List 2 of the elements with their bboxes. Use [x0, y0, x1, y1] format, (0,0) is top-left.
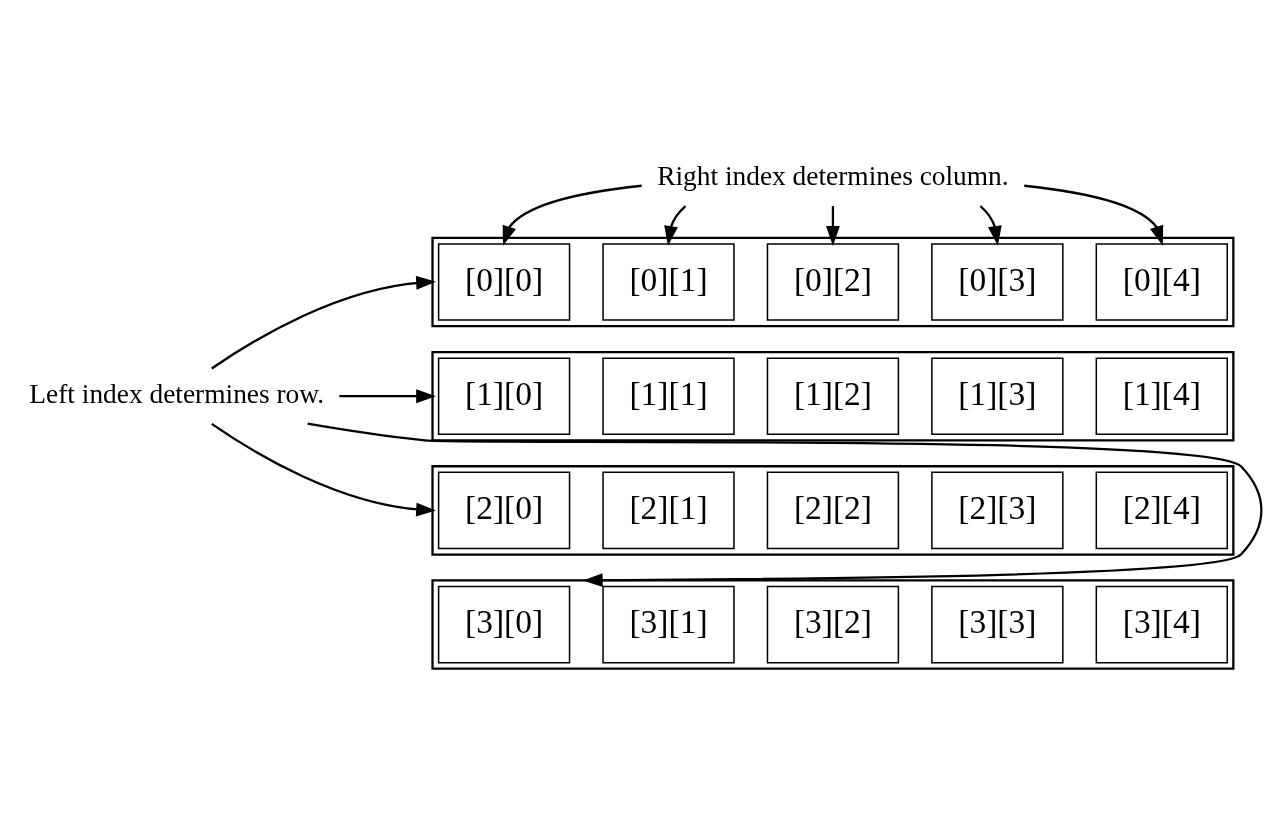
node-text: Left index determines row. [29, 378, 325, 409]
node-text: Right index determines column. [657, 160, 1009, 191]
